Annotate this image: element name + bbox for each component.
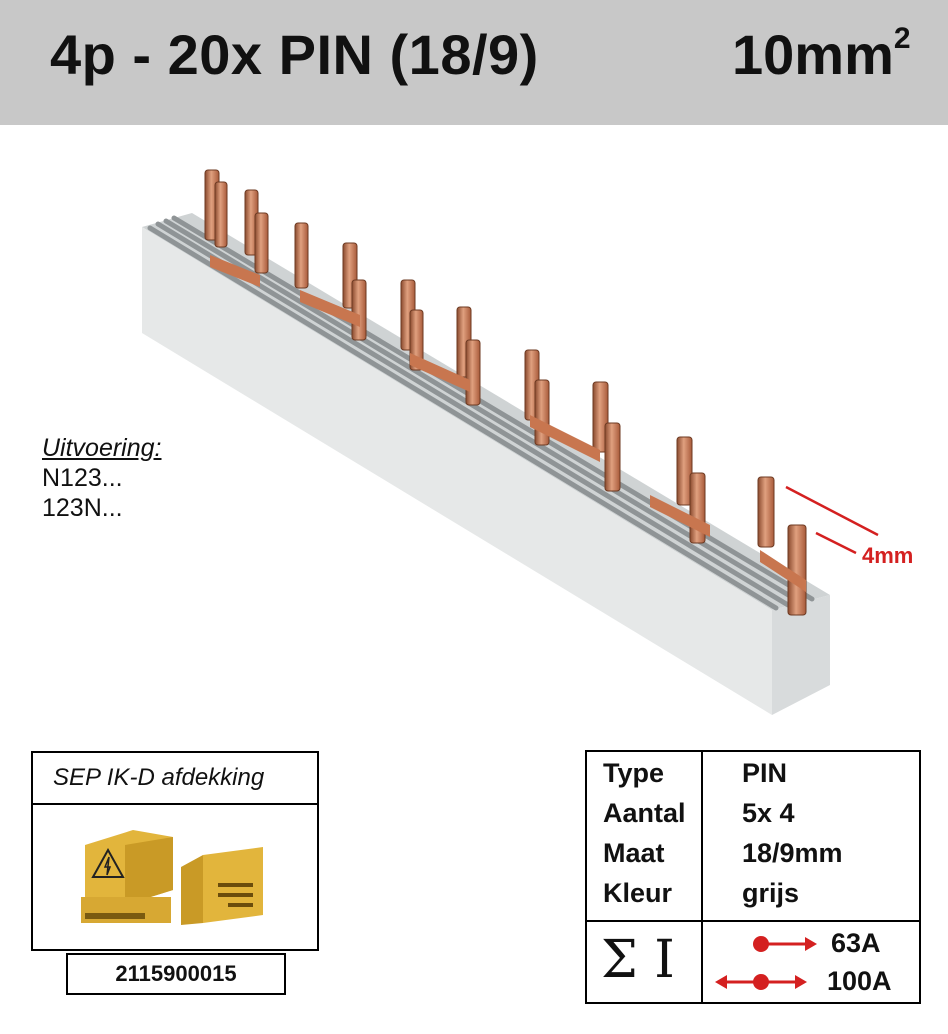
- accessory-title: SEP IK-D afdekking: [33, 753, 317, 805]
- measure-line-bottom: [815, 531, 857, 555]
- size-base: 10mm: [732, 23, 894, 86]
- current-rating-single: 63A: [831, 928, 881, 958]
- pin-spacing-label: 4mm: [862, 543, 914, 568]
- spec-label: Type: [603, 758, 665, 788]
- spec-divider-horizontal: [587, 920, 919, 922]
- spec-value: 5x 4: [742, 798, 795, 828]
- variants-heading: Uitvoering:: [42, 434, 162, 462]
- sigma-current-symbol: Σ I: [601, 930, 675, 990]
- spec-value: 18/9mm: [742, 838, 843, 868]
- spec-label: Aantal: [603, 798, 686, 828]
- spec-table: Type PIN Aantal 5x 4 Maat 18/9mm Kleur g…: [585, 750, 921, 1004]
- end-cover-image: [81, 830, 263, 925]
- current-rating-double: 100A: [827, 966, 892, 996]
- warning-icon: [91, 847, 125, 878]
- single-feed-arrow-icon: [753, 936, 817, 952]
- busbar-image: [142, 169, 879, 715]
- size-exponent: 2: [893, 22, 911, 56]
- header-banner: 4p - 20x PIN (18/9) 10mm2: [0, 0, 948, 125]
- double-feed-arrow-icon: [715, 974, 807, 990]
- accessory-article-code: 2115900015: [66, 953, 286, 995]
- measure-line-top: [785, 485, 879, 537]
- variant-item: N123...: [42, 464, 123, 492]
- spec-value: PIN: [742, 758, 788, 788]
- accessory-box: SEP IK-D afdekking: [31, 751, 319, 951]
- variants-block: Uitvoering: N123... 123N...: [42, 433, 162, 523]
- variant-item: 123N...: [42, 494, 123, 522]
- cross-section-size: 10mm2: [732, 22, 911, 87]
- spec-label: Maat: [603, 838, 665, 868]
- spec-value: grijs: [742, 878, 800, 908]
- spec-label: Kleur: [603, 878, 673, 908]
- spec-divider-vertical: [701, 752, 703, 1002]
- product-title: 4p - 20x PIN (18/9): [50, 23, 539, 86]
